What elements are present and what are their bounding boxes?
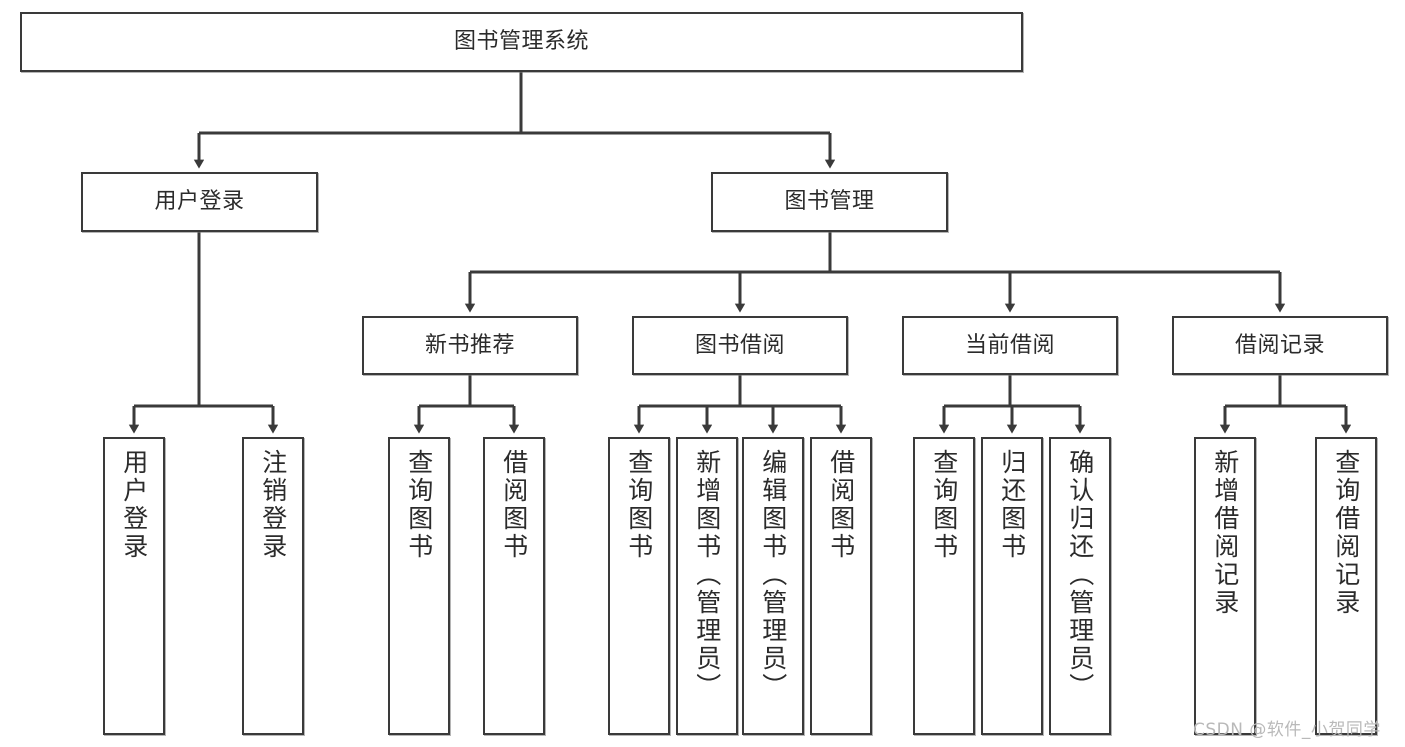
node-leaf-query-record[interactable]: 查询借阅记录 [1315,437,1377,735]
node-leaf-add-record[interactable]: 新增借阅记录 [1194,437,1256,735]
node-new-book-rec[interactable]: 新书推荐 [362,316,578,375]
node-borrow-record-label: 借阅记录 [1234,332,1325,358]
node-leaf-borrow-book-2-label: 借阅图书 [826,449,856,561]
node-root[interactable]: 图书管理系统 [20,12,1023,72]
node-leaf-user-login[interactable]: 用户登录 [103,437,165,735]
node-root-label: 图书管理系统 [453,29,589,55]
node-book-borrow[interactable]: 图书借阅 [632,316,848,375]
node-user-login-label: 用户登录 [154,189,245,215]
node-new-book-rec-label: 新书推荐 [424,332,515,358]
node-leaf-borrow-book-1-label: 借阅图书 [499,449,529,561]
node-leaf-user-login-label: 用户登录 [119,449,149,561]
node-leaf-query-book-2-label: 查询图书 [624,449,654,561]
node-book-mgmt-label: 图书管理 [784,189,875,215]
node-leaf-query-book-2[interactable]: 查询图书 [608,437,670,735]
node-leaf-edit-book-label: 编辑图书（管理员） [758,449,788,701]
node-leaf-return-book-label: 归还图书 [997,449,1027,561]
node-leaf-logout-label: 注销登录 [258,449,288,561]
node-book-borrow-label: 图书借阅 [694,332,785,358]
node-current-borrow-label: 当前借阅 [964,332,1055,358]
node-borrow-record[interactable]: 借阅记录 [1172,316,1388,375]
node-leaf-borrow-book-1[interactable]: 借阅图书 [483,437,545,735]
node-user-login[interactable]: 用户登录 [81,172,318,232]
node-leaf-query-book-1[interactable]: 查询图书 [388,437,450,735]
node-leaf-add-record-label: 新增借阅记录 [1210,449,1240,617]
node-leaf-logout[interactable]: 注销登录 [242,437,304,735]
csdn-watermark: CSDN @软件_小贺同学 [1193,720,1381,740]
node-leaf-borrow-book-2[interactable]: 借阅图书 [810,437,872,735]
node-book-mgmt[interactable]: 图书管理 [711,172,948,232]
node-leaf-add-book[interactable]: 新增图书（管理员） [676,437,738,735]
node-leaf-confirm-return-label: 确认归还（管理员） [1065,449,1095,701]
node-leaf-query-record-label: 查询借阅记录 [1331,449,1361,617]
node-leaf-edit-book[interactable]: 编辑图书（管理员） [742,437,804,735]
node-leaf-add-book-label: 新增图书（管理员） [692,449,722,701]
node-leaf-query-book-3[interactable]: 查询图书 [913,437,975,735]
node-leaf-return-book[interactable]: 归还图书 [981,437,1043,735]
node-current-borrow[interactable]: 当前借阅 [902,316,1118,375]
node-leaf-query-book-1-label: 查询图书 [404,449,434,561]
node-leaf-confirm-return[interactable]: 确认归还（管理员） [1049,437,1111,735]
node-leaf-query-book-3-label: 查询图书 [929,449,959,561]
